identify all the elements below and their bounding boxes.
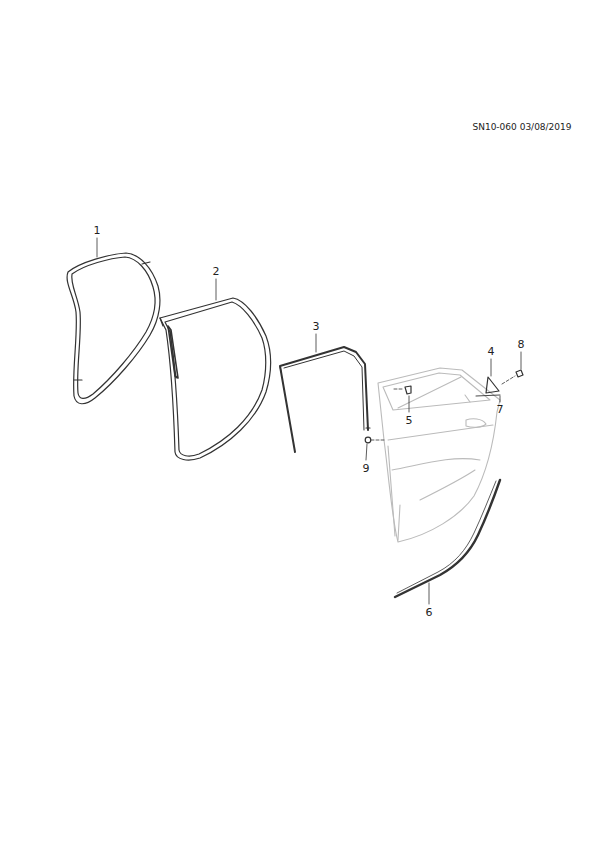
weatherstrip-1 xyxy=(67,253,160,404)
door-seal-2 xyxy=(160,298,271,460)
clip-5 xyxy=(405,386,411,394)
callout-number: 5 xyxy=(406,415,413,426)
callout-number: 6 xyxy=(426,607,433,618)
drawing-number: SN10-060 03/08/2019 xyxy=(472,123,571,132)
window-channel-3 xyxy=(280,347,368,452)
callout-number: 8 xyxy=(518,339,525,350)
callout-number: 2 xyxy=(213,266,220,277)
garnish-4 xyxy=(486,377,499,393)
screw-8 xyxy=(516,370,523,377)
clip-9 xyxy=(365,437,371,443)
callout-number: 9 xyxy=(363,463,370,474)
molding-6 xyxy=(395,480,500,597)
callout-number: 7 xyxy=(497,404,504,415)
callout-number: 3 xyxy=(313,321,320,332)
callout-number: 4 xyxy=(488,346,495,357)
callout-number: 1 xyxy=(94,225,101,236)
